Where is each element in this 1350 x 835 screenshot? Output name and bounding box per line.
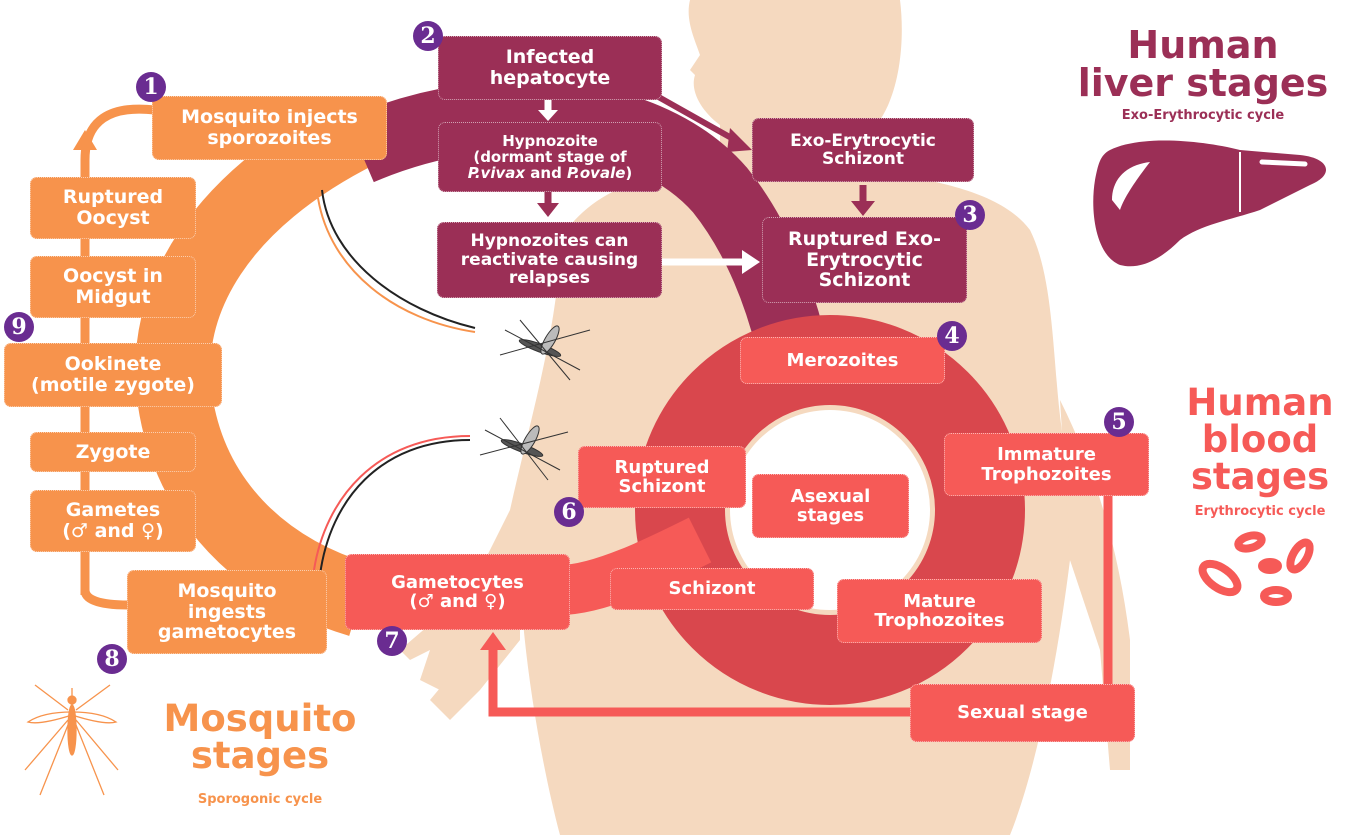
stage-immature-trophozoites: Immature Trophozoites xyxy=(944,433,1149,496)
liver-arrows xyxy=(537,92,875,274)
liver-section-subtitle: Exo-Erythrocytic cycle xyxy=(1121,108,1285,123)
mosquito-icon xyxy=(24,684,119,796)
stage-schizont: Schizont xyxy=(610,568,814,610)
step-badge-9: 9 xyxy=(4,312,34,342)
step-badge-5: 5 xyxy=(1104,407,1134,437)
red-blood-cells-icon xyxy=(1198,531,1314,606)
liver-icon xyxy=(1093,140,1327,267)
stage-gametocytes: Gametocytes (♂ and ♀) xyxy=(345,554,570,630)
blood-section-subtitle: Erythrocytic cycle xyxy=(1194,504,1326,519)
stage-asexual-label: Asexual stages xyxy=(752,474,909,538)
species-and: and xyxy=(525,164,568,183)
sexual-stage-loop-line xyxy=(488,470,1113,717)
hypnozoite-line3: P.vivax and P.ovale) xyxy=(468,165,633,181)
stage-ruptured-schizont: Ruptured Schizont xyxy=(578,446,746,508)
step-badge-7: 7 xyxy=(377,626,407,656)
step-badge-3: 3 xyxy=(955,200,985,230)
stage-ookinete: Ookinete (motile zygote) xyxy=(4,343,222,407)
step-badge-8: 8 xyxy=(97,644,127,674)
stage-mosquito-injects-sporozoites: Mosquito injects sporozoites xyxy=(152,96,387,160)
mosquito-section-subtitle: Sporogonic cycle xyxy=(197,792,323,807)
step-badge-2: 2 xyxy=(413,21,443,51)
species-close-paren: ) xyxy=(625,164,633,183)
arrow-to-gametocytes xyxy=(480,632,506,650)
stage-mosquito-ingests-gametocytes: Mosquito ingests gametocytes xyxy=(127,570,327,654)
liver-section-title: Human liver stages xyxy=(1077,23,1329,105)
mosquito-section-title: Mosquito stages xyxy=(163,697,357,777)
arrow-to-upper-mosquito xyxy=(321,189,476,329)
mosquito-upper-icon xyxy=(499,319,591,381)
step-badge-4: 4 xyxy=(937,321,967,351)
hypnozoite-line2: (dormant stage of xyxy=(473,147,627,166)
mosquito-stage-connector xyxy=(80,104,156,595)
stage-ruptured-oocyst: Ruptured Oocyst xyxy=(30,177,196,239)
stage-infected-hepatocyte: Infected hepatocyte xyxy=(438,36,662,100)
blood-section-title: Human blood stages xyxy=(1186,381,1334,498)
species-p-ovale: P.ovale xyxy=(567,164,626,183)
step-badge-1: 1 xyxy=(136,72,166,102)
stage-gametes: Gametes (♂ and ♀) xyxy=(30,490,196,552)
arrow-to-injects xyxy=(73,130,97,150)
stage-zygote: Zygote xyxy=(30,432,196,472)
arrow-to-upper-mosquito-accent xyxy=(317,197,476,333)
arrow-from-lower-mosquito xyxy=(319,439,471,576)
stage-hypnozoites-reactivate: Hypnozoites can reactivate causing relap… xyxy=(437,222,662,298)
connector-to-ingests xyxy=(80,589,129,610)
arrow-from-lower-mosquito-accent xyxy=(313,435,471,571)
species-p-vivax: P.vivax xyxy=(467,164,526,183)
hypnozoite-line1: Hypnozoite xyxy=(502,131,598,150)
stage-hypnozoite: Hypnozoite (dormant stage of P.vivax and… xyxy=(438,122,662,192)
stage-mature-trophozoites: Mature Trophozoites xyxy=(837,579,1042,643)
stage-oocyst-in-midgut: Oocyst in Midgut xyxy=(30,256,196,318)
step-badge-6: 6 xyxy=(554,497,584,527)
stage-merozoites: Merozoites xyxy=(740,337,945,384)
stage-ruptured-exo-erytrocytic-schizont: Ruptured Exo- Erytrocytic Schizont xyxy=(762,217,967,303)
mosquito-lower-icon xyxy=(479,417,569,481)
stage-sexual: Sexual stage xyxy=(910,684,1135,742)
stage-exo-erytrocytic-schizont: Exo-Erytrocytic Schizont xyxy=(752,118,974,182)
